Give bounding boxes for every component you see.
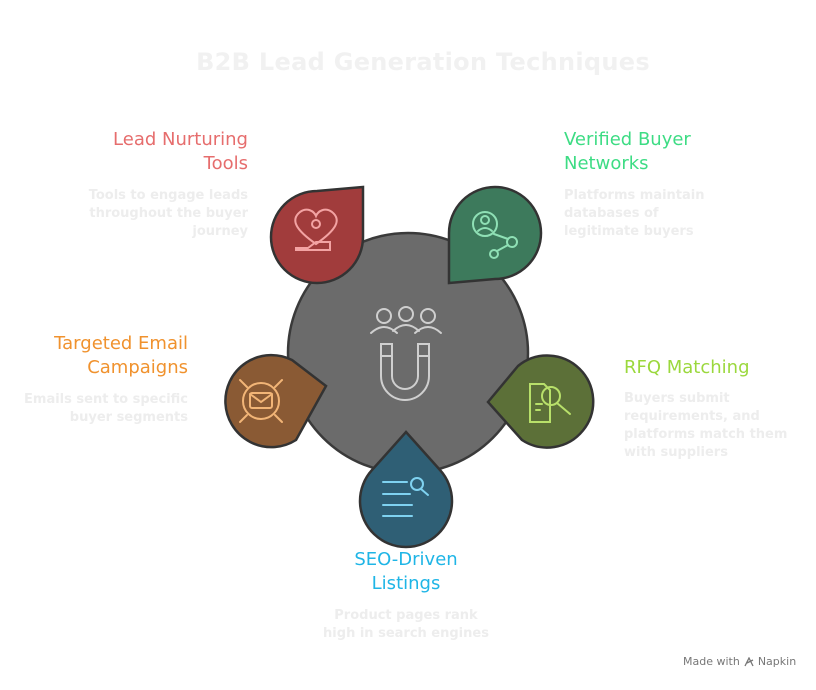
footer-text: Made with — [683, 655, 740, 668]
napkin-logo-icon — [744, 656, 754, 666]
label-lead-nurturing: Lead Nurturing Tools — [113, 129, 248, 174]
footer-brand: Napkin — [757, 655, 797, 668]
node-lead-nurturing — [269, 185, 365, 285]
people-magnet-icon — [370, 306, 442, 401]
search-list-icon — [382, 477, 429, 517]
label-rfq-matching: RFQ Matching — [624, 357, 750, 378]
desc-targeted-email: Emails sent to specific buyer segments — [24, 392, 188, 425]
page-title: B2B Lead Generation Techniques — [196, 48, 650, 76]
email-target-icon — [239, 379, 283, 423]
desc-rfq-matching: Buyers submit requirements, and platform… — [624, 391, 788, 460]
desc-seo-listings: Product pages rank high in search engine… — [323, 608, 489, 641]
label-targeted-email: Targeted Email Campaigns — [54, 333, 188, 378]
node-verified-buyer — [447, 185, 543, 285]
desc-verified-buyer: Platforms maintain databases of legitima… — [564, 188, 705, 239]
node-rfq-matching — [486, 354, 595, 449]
document-search-icon — [529, 383, 571, 423]
label-verified-buyer: Verified Buyer Networks — [564, 129, 691, 174]
footer: Made with Napkin — [683, 655, 796, 668]
heart-hand-icon — [294, 208, 338, 251]
desc-lead-nurturing: Tools to engage leads throughout the buy… — [88, 188, 248, 239]
node-seo-listings — [358, 430, 454, 549]
label-seo-listings: SEO-Driven Listings — [354, 549, 458, 594]
node-targeted-email — [224, 353, 328, 449]
verified-user-network-icon — [472, 211, 518, 259]
